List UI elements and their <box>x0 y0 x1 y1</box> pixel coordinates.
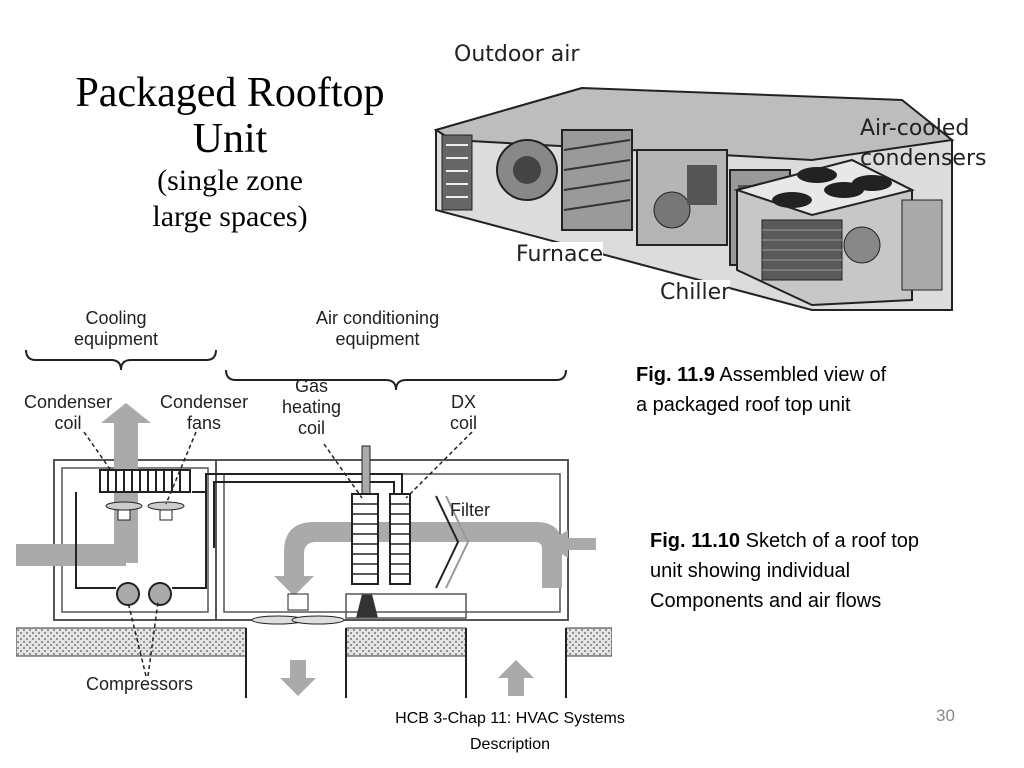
rooftop-unit-assembled-view: Outdoor air Air-cooled condensers Furnac… <box>432 40 1010 322</box>
caption-fig-11-10: Fig. 11.10 Sketch of a roof top unit sho… <box>650 526 919 616</box>
caption-fig2-text-b: unit showing individual <box>650 560 851 582</box>
label-condenser-coil: Condenser coil <box>24 392 112 434</box>
title-sub-line2: large spaces) <box>152 200 308 233</box>
slide-title: Packaged Rooftop Unit (single zone large… <box>40 70 420 234</box>
label-cooling-equipment: Cooling equipment <box>74 308 158 350</box>
label-outdoor-air: Outdoor air <box>454 42 580 67</box>
label-condenser-fans-line1: Condenser <box>160 392 249 412</box>
label-furnace: Furnace <box>516 242 604 267</box>
label-ac-line1: Air conditioning <box>316 308 440 328</box>
caption-fig1-text-b: a packaged roof top unit <box>636 394 851 416</box>
label-dx-coil: DX coil <box>450 392 477 434</box>
caption-fig1-number: Fig. 11.9 <box>636 364 715 386</box>
label-air-cooled-line1: Air-cooled <box>860 116 970 141</box>
label-condenser-coil-line2: coil <box>54 413 82 433</box>
page-number: 30 <box>936 706 955 725</box>
label-gas-heating-coil: Gas heating coil <box>282 376 341 439</box>
label-gas-line3: coil <box>298 418 326 438</box>
label-cooling-line1: Cooling <box>85 308 147 328</box>
label-filter: Filter <box>450 500 490 520</box>
label-ac-line2: equipment <box>335 329 420 349</box>
rooftop-unit-sketch: Cooling equipment Air conditioning equip… <box>15 298 613 698</box>
caption-fig2-text-c: Components and air flows <box>650 590 882 612</box>
footer-line2: Description <box>469 736 551 753</box>
label-compressors: Compressors <box>86 674 194 694</box>
title-main: Packaged Rooftop Unit <box>75 70 385 162</box>
label-condenser-coil-line1: Condenser <box>24 392 113 412</box>
label-condenser-fans: Condenser fans <box>160 392 248 434</box>
caption-fig2-number: Fig. 11.10 <box>650 530 741 552</box>
label-cooling-line2: equipment <box>74 329 159 349</box>
caption-fig1-text-a: Assembled view of <box>714 364 887 386</box>
footer-line1: HCB 3-Chap 11: HVAC Systems <box>395 710 625 727</box>
sketch-drawing <box>15 349 613 698</box>
label-dx-line1: DX <box>451 392 477 412</box>
label-air-conditioning-equipment: Air conditioning equipment <box>316 308 439 350</box>
caption-fig-11-9: Fig. 11.9 Assembled view of a packaged r… <box>636 360 886 420</box>
label-air-cooled-line2: condensers <box>860 146 987 171</box>
label-dx-line2: coil <box>450 413 478 433</box>
title-sub-line1: (single zone <box>157 164 303 197</box>
label-gas-line2: heating <box>282 397 342 417</box>
caption-fig2-text-a: Sketch of a roof top <box>740 530 920 552</box>
label-chiller: Chiller <box>660 280 731 305</box>
slide-footer: HCB 3-Chap 11: HVAC Systems Description <box>330 706 690 758</box>
label-condenser-fans-line2: fans <box>187 413 222 433</box>
rooftop-unit-drawing <box>433 86 955 311</box>
label-gas-line1: Gas <box>295 376 329 396</box>
